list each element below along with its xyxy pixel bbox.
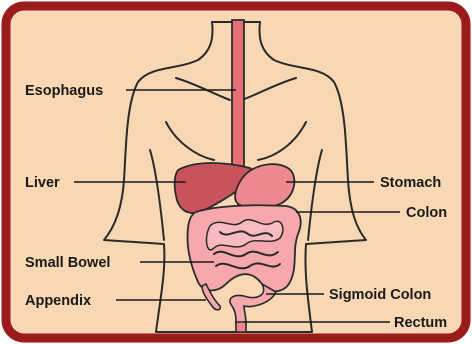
label-colon: Colon	[406, 205, 447, 221]
label-esophagus: Esophagus	[25, 83, 103, 99]
label-rectum: Rectum	[394, 315, 447, 331]
label-liver: Liver	[25, 175, 60, 191]
label-sigmoid-colon: Sigmoid Colon	[329, 287, 431, 303]
label-stomach: Stomach	[380, 175, 441, 191]
label-appendix: Appendix	[25, 293, 91, 309]
rectum-organ	[236, 322, 246, 332]
label-small-bowel: Small Bowel	[25, 255, 110, 271]
